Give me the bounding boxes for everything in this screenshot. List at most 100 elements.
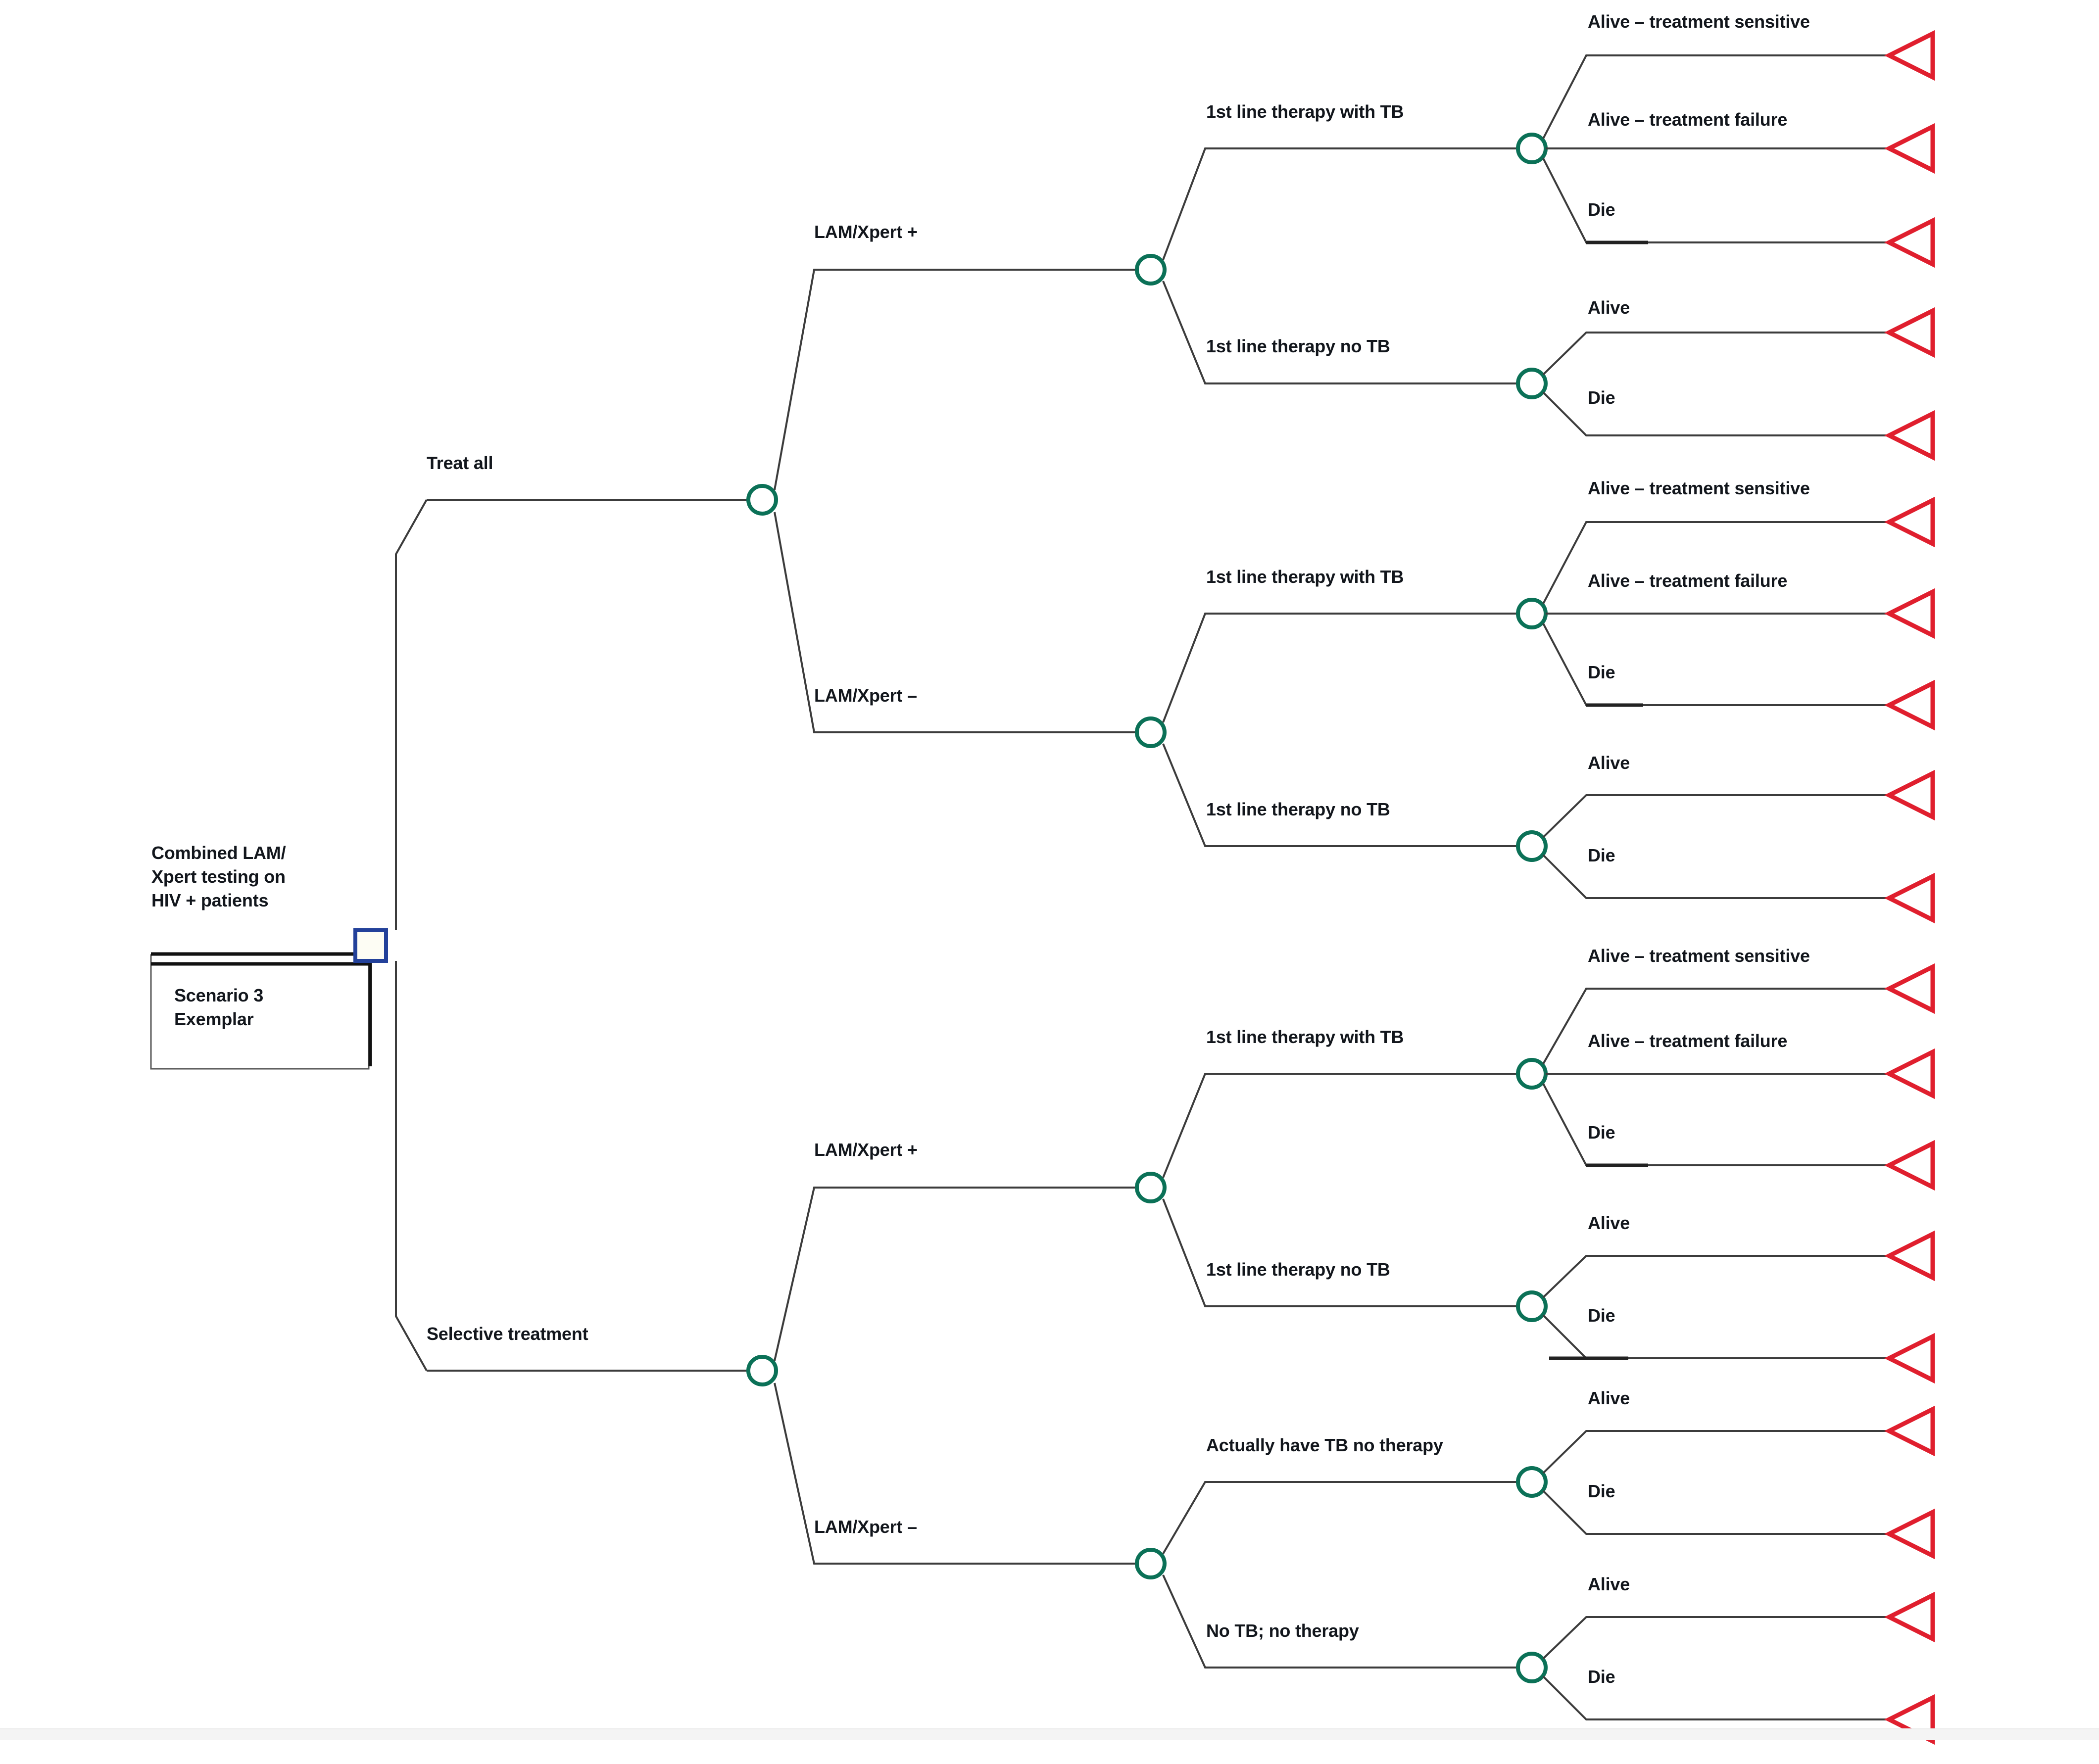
terminal-branch-o19 bbox=[1542, 1675, 1891, 1720]
terminal-branch-o17 bbox=[1542, 1490, 1891, 1535]
chance-node-treat-all[interactable] bbox=[746, 484, 778, 516]
outcome-label-o15[interactable]: Die bbox=[1588, 1305, 1615, 1326]
terminal-marker-o4[interactable] bbox=[1884, 307, 1935, 358]
outcome-label-o11[interactable]: Alive – treatment sensitive bbox=[1588, 946, 1810, 966]
root-node-group[interactable] bbox=[150, 928, 388, 1070]
outcome-label-o10[interactable]: Die bbox=[1588, 845, 1615, 865]
terminal-marker-o14[interactable] bbox=[1884, 1230, 1935, 1282]
terminal-branch-o6 bbox=[1542, 521, 1891, 604]
terminal-marker-o3[interactable] bbox=[1884, 217, 1935, 268]
terminal-branches bbox=[1542, 54, 1891, 1720]
outcome-label-o5[interactable]: Die bbox=[1588, 387, 1615, 408]
terminal-marker-o10[interactable] bbox=[1884, 872, 1935, 924]
branch-st-pos bbox=[774, 1187, 1138, 1361]
therapy-label-ta-neg-withtb[interactable]: 1st line therapy with TB bbox=[1206, 567, 1404, 587]
branch-ta-pos-notb bbox=[1162, 281, 1519, 384]
chance-node-ta-pos[interactable] bbox=[1135, 254, 1167, 286]
chance-node-st-neg-tbnotherapy[interactable] bbox=[1516, 1466, 1548, 1498]
outcome-label-o2[interactable]: Alive – treatment failure bbox=[1588, 109, 1788, 130]
therapy-label-st-neg-tbnotherapy[interactable]: Actually have TB no therapy bbox=[1206, 1435, 1443, 1455]
branch-ta-neg-notb bbox=[1162, 743, 1519, 847]
level3-branches bbox=[1162, 133, 1548, 1683]
terminal-marker-o17[interactable] bbox=[1884, 1508, 1935, 1560]
chance-node-ta-neg[interactable] bbox=[1135, 716, 1167, 748]
terminal-markers bbox=[1884, 30, 1935, 1745]
terminal-marker-o12[interactable] bbox=[1884, 1048, 1935, 1099]
therapy-label-st-neg-notbnotherapy[interactable]: No TB; no therapy bbox=[1206, 1621, 1359, 1641]
root-node-title: Combined LAM/ Xpert testing on HIV + pat… bbox=[151, 843, 286, 910]
test-result-label-ta-pos[interactable]: LAM/Xpert + bbox=[814, 222, 918, 242]
terminal-marker-o6[interactable] bbox=[1884, 496, 1935, 548]
terminal-marker-o13[interactable] bbox=[1884, 1140, 1935, 1191]
decision-node-square[interactable] bbox=[353, 928, 388, 963]
terminal-branch-o1 bbox=[1542, 54, 1891, 139]
terminal-marker-o7[interactable] bbox=[1884, 588, 1935, 639]
terminal-branch-o5 bbox=[1542, 391, 1891, 436]
chance-node-ta-pos-notb[interactable] bbox=[1516, 368, 1548, 399]
chance-node-ta-neg-notb[interactable] bbox=[1516, 830, 1548, 862]
branch-st-pos-notb bbox=[1162, 1198, 1519, 1307]
outcome-label-o17[interactable]: Die bbox=[1588, 1481, 1615, 1501]
outcome-label-o9[interactable]: Alive bbox=[1588, 753, 1630, 773]
therapy-label-st-pos-withtb[interactable]: 1st line therapy with TB bbox=[1206, 1027, 1404, 1047]
test-result-label-st-neg[interactable]: LAM/Xpert – bbox=[814, 1517, 917, 1537]
terminal-marker-o16[interactable] bbox=[1884, 1405, 1935, 1457]
outcome-label-o18[interactable]: Alive bbox=[1588, 1574, 1630, 1594]
chance-node-st-pos[interactable] bbox=[1135, 1172, 1167, 1203]
branch-st-pos-withtb bbox=[1162, 1073, 1519, 1178]
terminal-marker-o15[interactable] bbox=[1884, 1333, 1935, 1384]
chance-node-st-neg[interactable] bbox=[1135, 1548, 1167, 1579]
therapy-label-st-pos-notb[interactable]: 1st line therapy no TB bbox=[1206, 1259, 1390, 1280]
test-result-label-st-pos[interactable]: LAM/Xpert + bbox=[814, 1140, 918, 1160]
outcome-label-o1[interactable]: Alive – treatment sensitive bbox=[1588, 11, 1810, 32]
test-result-label-ta-neg[interactable]: LAM/Xpert – bbox=[814, 685, 917, 706]
outcome-label-o6[interactable]: Alive – treatment sensitive bbox=[1588, 478, 1810, 498]
branch-ta-pos-withtb bbox=[1162, 147, 1519, 260]
outcome-label-o4[interactable]: Alive bbox=[1588, 297, 1630, 318]
outcome-label-o19[interactable]: Die bbox=[1588, 1667, 1615, 1687]
strategy-label-treat-all[interactable]: Treat all bbox=[427, 453, 493, 473]
terminal-branch-o14 bbox=[1542, 1255, 1891, 1298]
chance-node-st-pos-notb[interactable] bbox=[1516, 1290, 1548, 1322]
terminal-branch-o16 bbox=[1542, 1430, 1891, 1474]
terminal-branch-o11 bbox=[1542, 988, 1891, 1064]
terminal-branch-o9 bbox=[1542, 794, 1891, 838]
canvas-footer-strip bbox=[0, 1728, 2099, 1740]
branch-ta-neg-withtb bbox=[1162, 613, 1519, 723]
root-scenario-label: Scenario 3 Exemplar bbox=[174, 985, 264, 1029]
terminal-marker-o1[interactable] bbox=[1884, 30, 1935, 81]
chance-node-st-neg-notbnotherapy[interactable] bbox=[1516, 1652, 1548, 1683]
outcome-label-o8[interactable]: Die bbox=[1588, 662, 1615, 682]
outcome-label-o7[interactable]: Alive – treatment failure bbox=[1588, 571, 1788, 591]
therapy-label-ta-pos-notb[interactable]: 1st line therapy no TB bbox=[1206, 336, 1390, 356]
branch-st-neg-notbnotherapy bbox=[1162, 1574, 1519, 1669]
terminal-marker-o2[interactable] bbox=[1884, 123, 1935, 174]
branch-treat-all-riser bbox=[395, 499, 428, 930]
terminal-marker-o11[interactable] bbox=[1884, 963, 1935, 1014]
outcome-label-o16[interactable]: Alive bbox=[1588, 1388, 1630, 1408]
terminal-marker-o18[interactable] bbox=[1884, 1591, 1935, 1643]
chance-node-selective[interactable] bbox=[746, 1355, 778, 1386]
outcome-label-o12[interactable]: Alive – treatment failure bbox=[1588, 1031, 1788, 1051]
branch-ta-neg bbox=[774, 512, 1138, 733]
branch-selective-riser bbox=[395, 961, 428, 1371]
terminal-marker-o8[interactable] bbox=[1884, 679, 1935, 731]
therapy-label-ta-neg-notb[interactable]: 1st line therapy no TB bbox=[1206, 799, 1390, 819]
outcome-label-o13[interactable]: Die bbox=[1588, 1122, 1615, 1143]
branch-st-neg-tbnotherapy bbox=[1162, 1481, 1519, 1555]
branch-st-neg bbox=[774, 1383, 1138, 1565]
chance-node-st-pos-withtb[interactable] bbox=[1516, 1058, 1548, 1090]
terminal-marker-o5[interactable] bbox=[1884, 410, 1935, 461]
branch-ta-pos bbox=[774, 269, 1138, 490]
terminal-branch-o10 bbox=[1542, 854, 1891, 899]
therapy-label-ta-pos-withtb[interactable]: 1st line therapy with TB bbox=[1206, 101, 1404, 122]
outcome-label-o3[interactable]: Die bbox=[1588, 199, 1615, 220]
chance-node-ta-neg-withtb[interactable] bbox=[1516, 598, 1548, 629]
strategy-label-selective-treatment[interactable]: Selective treatment bbox=[427, 1324, 588, 1344]
level1-branches bbox=[395, 484, 778, 1386]
terminal-marker-o9[interactable] bbox=[1884, 769, 1935, 821]
outcome-label-o14[interactable]: Alive bbox=[1588, 1213, 1630, 1233]
chance-node-ta-pos-withtb[interactable] bbox=[1516, 133, 1548, 164]
